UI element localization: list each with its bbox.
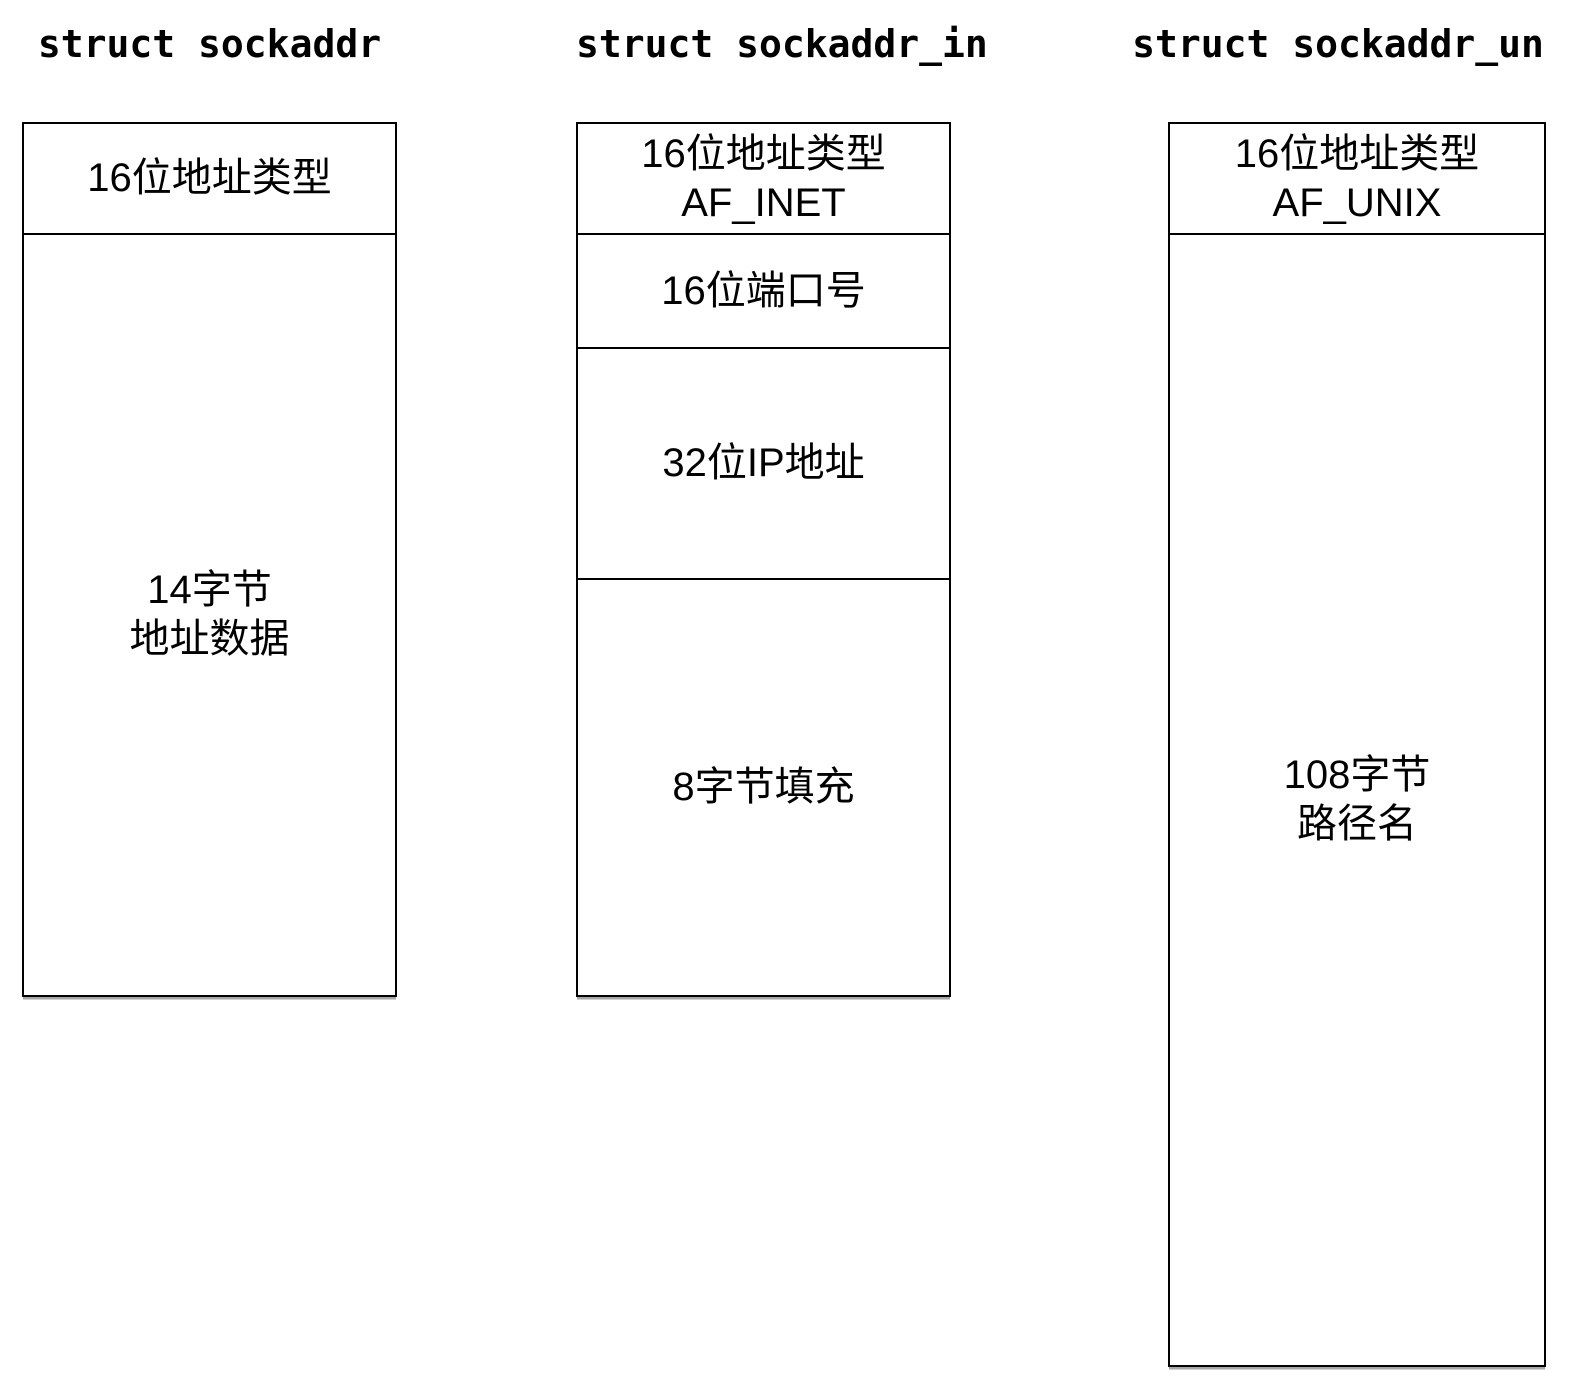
field-label: 16位地址类型 [641, 131, 886, 176]
field-label: 路径名 [1297, 802, 1417, 846]
field-cell-port-number: 16位端口号 [578, 235, 949, 349]
field-label: 14字节 [147, 568, 272, 612]
field-cell-address-family: 16位地址类型 [24, 124, 395, 235]
field-cell-address-data: 14字节 地址数据 [24, 235, 395, 995]
struct-sockaddr-memory-box: 16位地址类型 14字节 地址数据 [22, 122, 397, 997]
struct-sockaddr-un-memory-box: 16位地址类型 AF_UNIX 108字节 路径名 [1168, 122, 1546, 1367]
field-cell-ip-address: 32位IP地址 [578, 349, 949, 580]
field-label: 16位地址类型 [87, 156, 332, 200]
struct-sockaddr-un-title: struct sockaddr_un [1132, 22, 1544, 66]
field-label: 16位端口号 [661, 268, 866, 313]
struct-sockaddr-in-memory-box: 16位地址类型 AF_INET 16位端口号 32位IP地址 8字节填充 [576, 122, 951, 997]
struct-sockaddr-title: struct sockaddr [37, 22, 382, 66]
field-label: 地址数据 [129, 617, 290, 661]
field-label: 8字节填充 [672, 765, 855, 809]
field-label: AF_UNIX [1272, 180, 1442, 225]
struct-sockaddr-in-title: struct sockaddr_in [576, 22, 988, 66]
field-cell-address-family-af-unix: 16位地址类型 AF_UNIX [1170, 124, 1544, 235]
field-label: 32位IP地址 [662, 441, 865, 485]
field-cell-address-family-af-inet: 16位地址类型 AF_INET [578, 124, 949, 235]
field-label: AF_INET [681, 180, 846, 225]
field-cell-padding: 8字节填充 [578, 580, 949, 995]
field-cell-pathname: 108字节 路径名 [1170, 235, 1544, 1365]
field-label: 16位地址类型 [1234, 131, 1480, 176]
field-label: 108字节 [1283, 753, 1431, 797]
